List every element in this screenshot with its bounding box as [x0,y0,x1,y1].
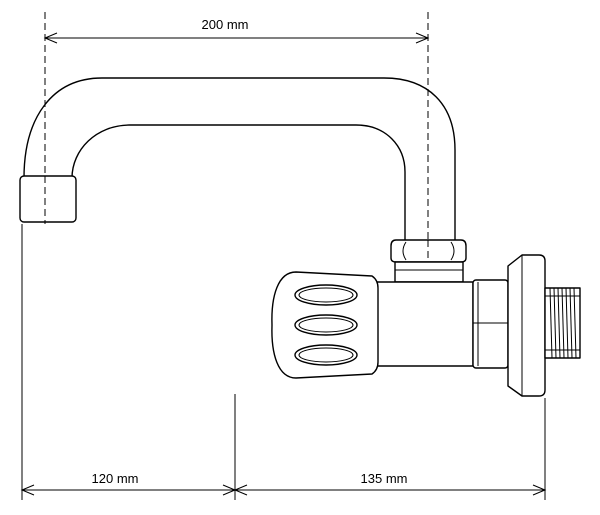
nut-collar [394,261,464,283]
spout-inner-contour [71,124,406,243]
handle-grip-top-inner [298,287,354,303]
threaded-connector [544,287,581,359]
arrow-right-top [415,32,430,44]
nut-facet-right [450,241,455,261]
arrow-bottom-middle-right [233,484,248,496]
handle-grip-middle [294,314,358,336]
dimension-label-bottom-left: 120 mm [92,471,139,486]
spout-pipe [23,77,456,243]
wall-flange [507,254,546,397]
dimension-label-bottom-right: 135 mm [361,471,408,486]
spout-nozzle [19,175,77,223]
valve-handle [271,271,379,379]
arrow-bottom-right [532,484,547,496]
swivel-nut [390,239,467,283]
arrow-left-top [43,32,58,44]
handle-grip-top [294,284,358,306]
dimension-label-top: 200 mm [202,17,249,32]
hex-fitting [472,279,509,369]
handle-grip-bottom [294,344,358,366]
thread-ridges [549,287,577,359]
bottom-dimensions: 120 mm 135 mm [20,224,547,500]
valve-body [367,281,474,367]
handle-grip-bottom-inner [298,347,354,363]
top-dimension: 200 mm [43,12,430,262]
arrow-bottom-left [20,484,35,496]
flange-shape [507,254,546,397]
nut-facet-left [402,241,407,261]
spout-outer-contour [23,77,456,243]
handle-grip-middle-inner [298,317,354,333]
